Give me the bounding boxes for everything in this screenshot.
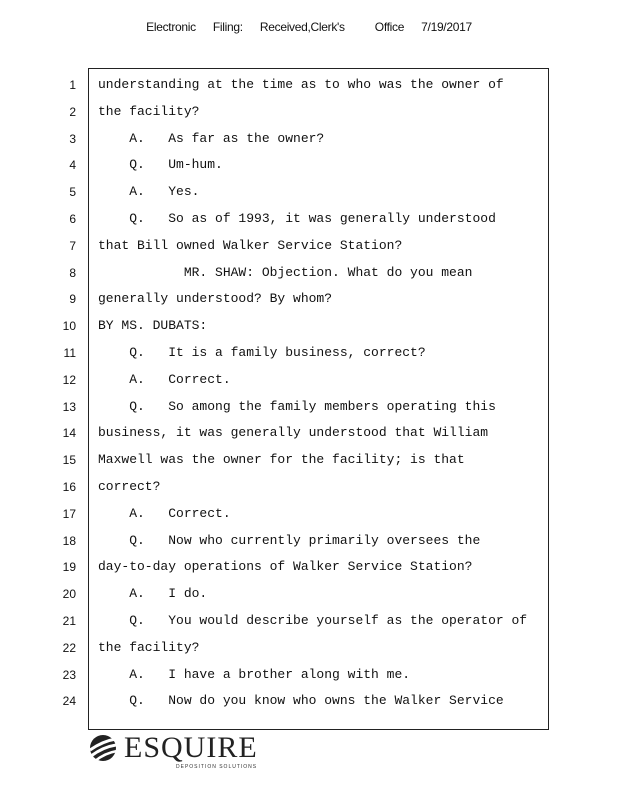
- transcript-line: Q. It is a family business, correct?: [98, 345, 426, 360]
- transcript-line: A. Correct.: [98, 371, 231, 387]
- header-part: 7/19/2017: [421, 20, 472, 34]
- line-number: 22: [62, 640, 76, 655]
- transcript-line: business, it was generally understood th…: [98, 425, 489, 441]
- logo-text: ESQUIRE DEPOSITION SOLUTIONS: [124, 731, 258, 771]
- line-number: 15: [62, 453, 76, 468]
- transcript-line: A. I have a brother along with me.: [98, 666, 411, 682]
- line-number: 9: [69, 292, 76, 307]
- globe-icon: [89, 735, 118, 762]
- line-number: 23: [62, 667, 76, 682]
- line-number: 1: [69, 78, 76, 92]
- transcript-line: Q. Now who currently primarily oversees …: [98, 532, 481, 548]
- header-part: Received,Clerk's: [259, 20, 345, 34]
- transcript-line: generally understood? By whom?: [98, 291, 333, 307]
- line-number: 16: [62, 480, 76, 494]
- line-number: 24: [62, 694, 76, 709]
- line-number: 13: [62, 399, 76, 414]
- transcript-line: Q. Now do you know who owns the Walker S…: [98, 693, 504, 709]
- filing-header: Electronic Filing: Received,Clerk's Offi…: [0, 20, 618, 34]
- line-number: 6: [69, 212, 76, 226]
- header-part: Filing:: [212, 20, 243, 34]
- transcript-line: A. I do.: [98, 586, 208, 602]
- header-part: Office: [374, 20, 405, 34]
- line-number: 19: [62, 560, 76, 575]
- transcript-line: A. Correct.: [98, 505, 231, 521]
- logo-tagline: DEPOSITION SOLUTIONS: [176, 764, 258, 770]
- transcript-line: A. As far as the owner?: [98, 130, 325, 146]
- line-number: 18: [62, 533, 76, 548]
- transcript-line: day-to-day operations of Walker Service …: [98, 559, 473, 575]
- transcript-line: Maxwell was the owner for the facility; …: [98, 452, 465, 468]
- transcript-line: Q. Um-hum.: [98, 157, 223, 173]
- transcript-line: MR. SHAW: Objection. What do you mean: [98, 264, 473, 280]
- line-number: 2: [69, 104, 76, 119]
- transcript-line: Q. You would describe yourself as the op…: [98, 613, 528, 628]
- transcript-frame: [88, 68, 549, 730]
- transcript-line: correct?: [98, 479, 161, 494]
- transcript-line: A. Yes.: [98, 184, 200, 200]
- line-number: 10: [62, 319, 76, 334]
- transcript-line: that Bill owned Walker Service Station?: [98, 237, 403, 253]
- line-number: 17: [62, 506, 76, 521]
- line-number: 5: [69, 185, 76, 200]
- transcript-line: Q. So as of 1993, it was generally under…: [98, 211, 496, 226]
- line-number: 7: [69, 238, 76, 253]
- transcript-line: the facility?: [98, 103, 200, 119]
- transcript-line: the facility?: [98, 639, 200, 655]
- line-number: 4: [69, 158, 76, 173]
- esquire-logo: ESQUIRE DEPOSITION SOLUTIONS: [88, 733, 258, 770]
- transcript-line: BY MS. DUBATS:: [98, 318, 208, 334]
- transcript-line: Q. So among the family members operating…: [98, 398, 496, 414]
- line-number: 12: [62, 372, 76, 387]
- line-number: 8: [69, 265, 76, 280]
- line-number: 20: [62, 587, 76, 602]
- line-number: 14: [62, 426, 76, 441]
- line-number: 11: [63, 346, 76, 360]
- line-number: 3: [69, 131, 76, 146]
- logo-wordmark: ESQUIRE: [124, 731, 258, 764]
- transcript-line: understanding at the time as to who was …: [98, 77, 504, 92]
- line-number: 21: [62, 614, 76, 628]
- header-part: Electronic: [146, 20, 196, 34]
